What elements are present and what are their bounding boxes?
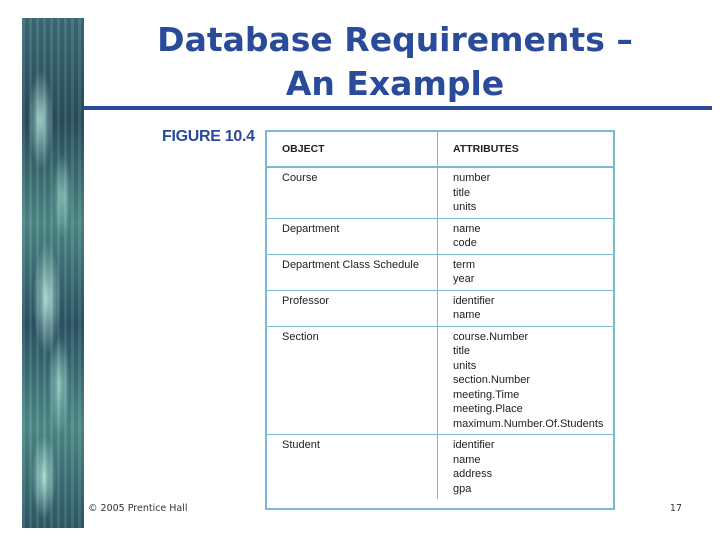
table-row: Professor identifier name <box>267 290 613 327</box>
attribute-item: year <box>453 273 475 285</box>
object-cell: Student <box>267 434 438 499</box>
page-number: 17 <box>669 503 682 514</box>
attribute-item: title <box>453 186 471 199</box>
attribute-item: gpa <box>453 482 472 495</box>
table-row: Department Class Schedule term year <box>267 254 613 291</box>
object-cell: Professor <box>267 290 438 327</box>
attributes-cell: course.Number title units section.Number mee… <box>437 326 613 435</box>
slide-title-line-2: An Example <box>285 64 505 103</box>
column-header-object: OBJECT <box>267 132 438 168</box>
attribute-item: code <box>453 237 477 249</box>
object-cell: Department Class Schedule <box>267 254 438 291</box>
attribute-item: name <box>453 309 481 321</box>
requirements-table-frame: OBJECT ATTRIBUTES Course number title units… <box>265 130 615 510</box>
attribute-item: address <box>453 468 493 480</box>
attribute-item: name <box>453 222 481 235</box>
footer-copyright: © 2005 Prentice Hall <box>88 503 188 514</box>
attribute-item: title <box>453 345 471 357</box>
table-row: Section course.Number title units section.Nu… <box>267 326 613 435</box>
attributes-cell: identifier name address gpa <box>438 435 614 500</box>
attribute-item: meeting.Time <box>453 388 520 401</box>
table-row: Course number title units <box>267 167 613 219</box>
attribute-item: course.Number <box>453 330 529 343</box>
object-cell: Department <box>267 218 438 255</box>
attribute-item: identifier <box>453 439 495 451</box>
table-row: Student identifier name address gpa <box>267 434 614 500</box>
attribute-item: identifier <box>453 294 495 307</box>
object-cell: Course <box>267 167 438 219</box>
attributes-cell: identifier name <box>437 290 613 327</box>
slide-title: Database Requirements – An Example <box>100 18 690 106</box>
attribute-item: meeting.Place <box>453 403 523 415</box>
title-divider <box>84 106 712 110</box>
attribute-item: name <box>453 453 481 466</box>
attributes-cell: name code <box>437 218 613 255</box>
table-header-row: OBJECT ATTRIBUTES <box>267 132 613 168</box>
attribute-item: units <box>453 201 477 213</box>
attributes-cell: term year <box>437 254 613 291</box>
requirements-table: OBJECT ATTRIBUTES Course number title units… <box>267 132 613 499</box>
attribute-item: maximum.Number.Of.Students <box>453 417 604 430</box>
slide-title-line-1: Database Requirements – <box>157 20 633 59</box>
attributes-cell: number title units <box>437 167 613 219</box>
attribute-item: units <box>453 359 477 372</box>
object-cell: Section <box>267 326 438 435</box>
figure-label: FIGURE 10.4 <box>162 128 255 145</box>
decorative-flame-image <box>22 18 84 528</box>
table-row: Department name code <box>267 218 613 255</box>
attribute-item: section.Number <box>453 374 531 386</box>
attribute-item: term <box>453 258 475 271</box>
column-header-attributes: ATTRIBUTES <box>437 132 613 168</box>
attribute-item: number <box>453 172 491 184</box>
